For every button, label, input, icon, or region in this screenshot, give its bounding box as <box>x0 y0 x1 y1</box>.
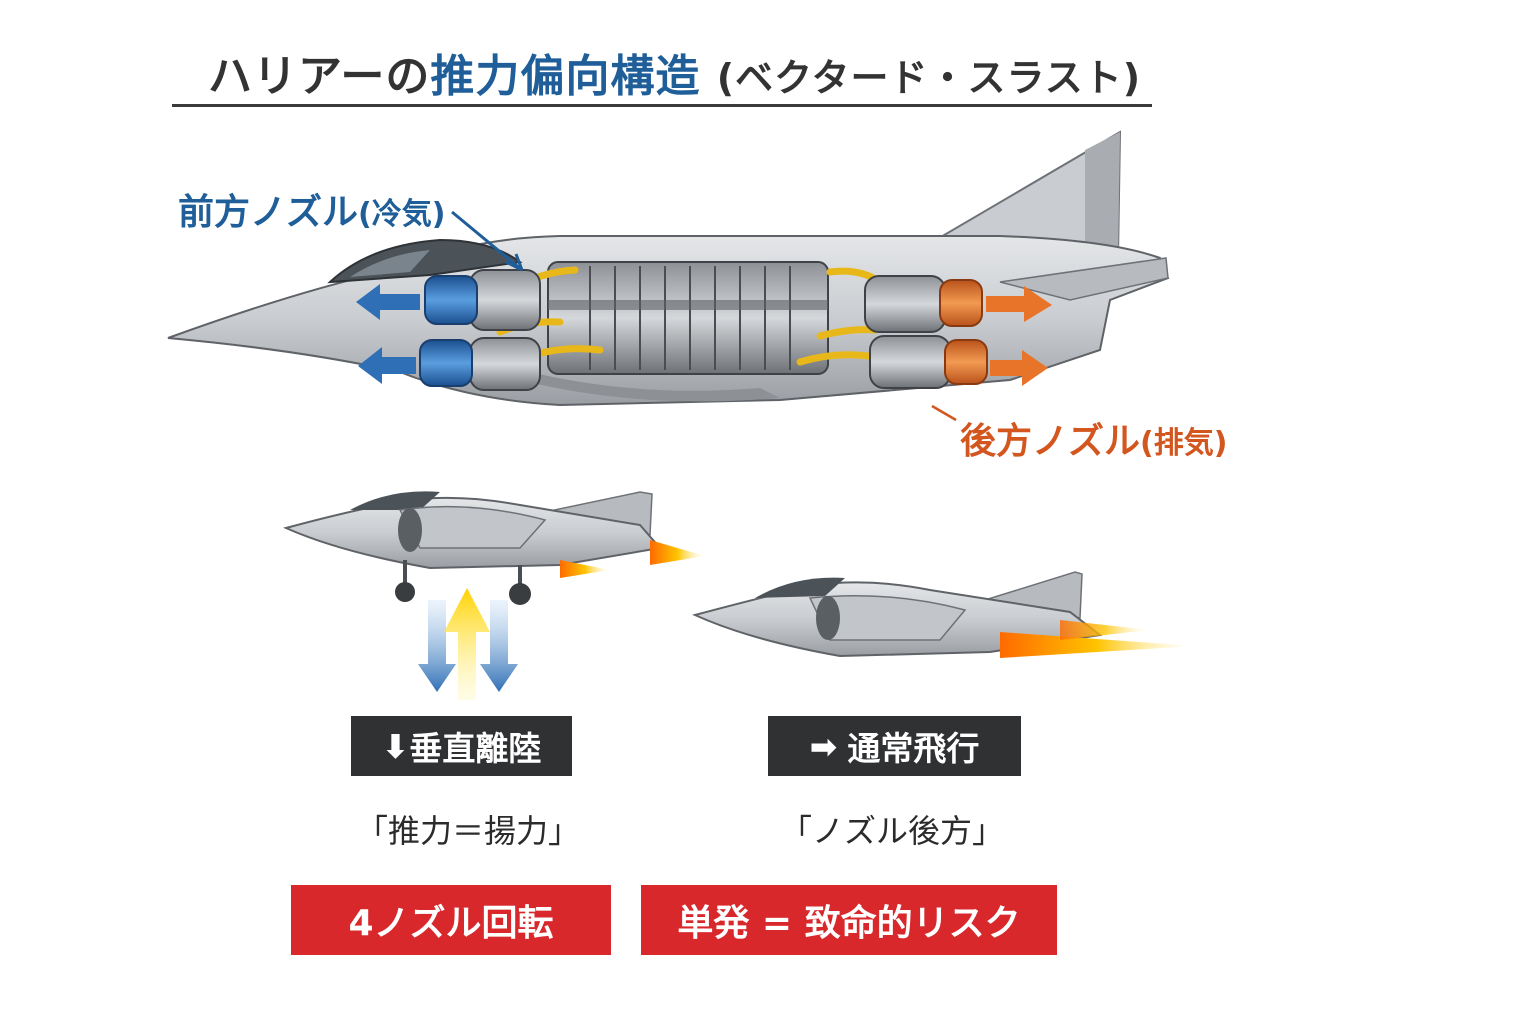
vtol-aircraft <box>283 491 705 605</box>
title-paren: (ベクタード・スラスト) <box>716 56 1142 100</box>
vtol-mode-label: 垂直離陸 <box>409 729 542 768</box>
front-nozzle-sub: (冷気) <box>358 197 446 232</box>
page-title: ハリアーの推力偏向構造 (ベクタード・スラスト) <box>208 40 1141 104</box>
front-nozzles <box>419 269 541 391</box>
cutaway-aircraft <box>167 130 1170 422</box>
vtol-mode-box: ⬇ 垂直離陸 <box>351 716 572 776</box>
title-prefix: ハリアーの <box>208 51 431 102</box>
lift-thrust-arrows <box>418 588 518 700</box>
down-arrow-icon: ⬇ <box>381 726 410 766</box>
engine-core <box>547 261 829 375</box>
nozzle-rotation-callout: 4ノズル回転 <box>291 885 611 955</box>
cold-flow-arrows <box>356 284 420 384</box>
normal-flight-mode-label: 通常飛行 <box>847 729 980 768</box>
forward-flight-aircraft <box>692 571 1195 658</box>
normal-flight-quote: 「ノズル後方」 <box>779 812 1004 850</box>
normal-flight-mode-box: ➡ 通常飛行 <box>768 716 1021 776</box>
front-nozzle-label: 前方ノズル(冷気) <box>178 183 445 235</box>
title-underline <box>172 104 1152 107</box>
front-nozzle-text: 前方ノズル <box>178 192 359 233</box>
right-arrow-icon: ➡ <box>809 726 838 766</box>
rear-nozzle-text: 後方ノズル <box>960 421 1141 462</box>
single-engine-risk-callout: 単発 = 致命的リスク <box>641 885 1057 955</box>
rear-nozzle-label: 後方ノズル(排気) <box>960 412 1227 464</box>
hot-flow-arrows <box>986 286 1052 386</box>
rear-nozzle-sub: (排気) <box>1140 426 1228 461</box>
title-highlight: 推力偏向構造 <box>430 51 701 102</box>
vtol-quote: 「推力＝揚力」 <box>356 812 581 850</box>
rear-nozzles <box>864 275 988 389</box>
